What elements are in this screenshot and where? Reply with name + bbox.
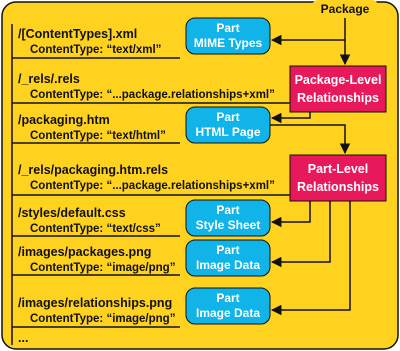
entry-content-type: ContentType: “image/png” [30, 313, 175, 325]
entry-content-type: ContentType: “text/xml” [30, 44, 161, 56]
package-level-relationships-box: Package-Level Relationships [289, 65, 387, 113]
entry-list: /[ContentTypes].xml ContentType: “text/x… [18, 27, 275, 345]
entry-path: /_rels/packaging.htm.rels [18, 163, 168, 177]
entry-path: /packaging.htm [18, 113, 110, 127]
part-label: Style Sheet [196, 218, 261, 232]
arrow-partrels-to-css [270, 201, 311, 228]
relationship-line2: Relationships [297, 180, 379, 194]
entry-content-type: ContentType: “image/png” [30, 262, 175, 274]
part-box-image-data: Part Image Data [185, 239, 271, 277]
part-tag: Part [216, 243, 239, 257]
relationship-line2: Relationships [297, 91, 379, 105]
part-box-html-page: Part HTML Page [185, 106, 271, 144]
package-label: Package [321, 2, 370, 16]
part-box-image-data: Part Image Data [185, 287, 271, 325]
entry-ellipsis: ... [18, 331, 28, 345]
entry-path: /images/packages.png [18, 245, 151, 259]
part-tag: Part [216, 110, 239, 124]
relationship-line1: Part-Level [308, 162, 368, 176]
entry-content-type: ContentType: “...package.relationships+x… [30, 180, 275, 192]
part-tag: Part [216, 203, 239, 217]
connector-arrows [270, 18, 351, 316]
entry-path: /[ContentTypes].xml [18, 27, 137, 41]
part-label: Image Data [196, 306, 260, 320]
arrow-partrels-to-image1 [270, 201, 331, 268]
arrow-html-to-partrels [270, 124, 351, 155]
part-level-relationships-box: Part-Level Relationships [289, 154, 387, 202]
entry-path: /images/relationships.png [18, 296, 172, 310]
part-tag: Part [216, 291, 239, 305]
relationship-line1: Package-Level [295, 73, 382, 87]
entry-path: /_rels/.rels [18, 72, 80, 86]
part-box-mime-types: Part MIME Types [185, 17, 271, 55]
package-tab [312, 0, 378, 18]
part-label: HTML Page [195, 125, 260, 139]
entry-content-type: ContentType: “...package.relationships+x… [30, 89, 275, 101]
arrow-pkgrels-to-html [270, 112, 311, 124]
part-box-style-sheet: Part Style Sheet [185, 199, 271, 237]
part-tag: Part [216, 21, 239, 35]
entry-content-type: ContentType: “text/css” [30, 223, 161, 235]
entry-content-type: ContentType: “text/html” [30, 130, 166, 142]
arrow-partrels-to-image2 [270, 201, 351, 316]
part-label: Image Data [196, 258, 260, 272]
entry-path: /styles/default.css [18, 206, 126, 220]
part-label: MIME Types [194, 36, 263, 50]
